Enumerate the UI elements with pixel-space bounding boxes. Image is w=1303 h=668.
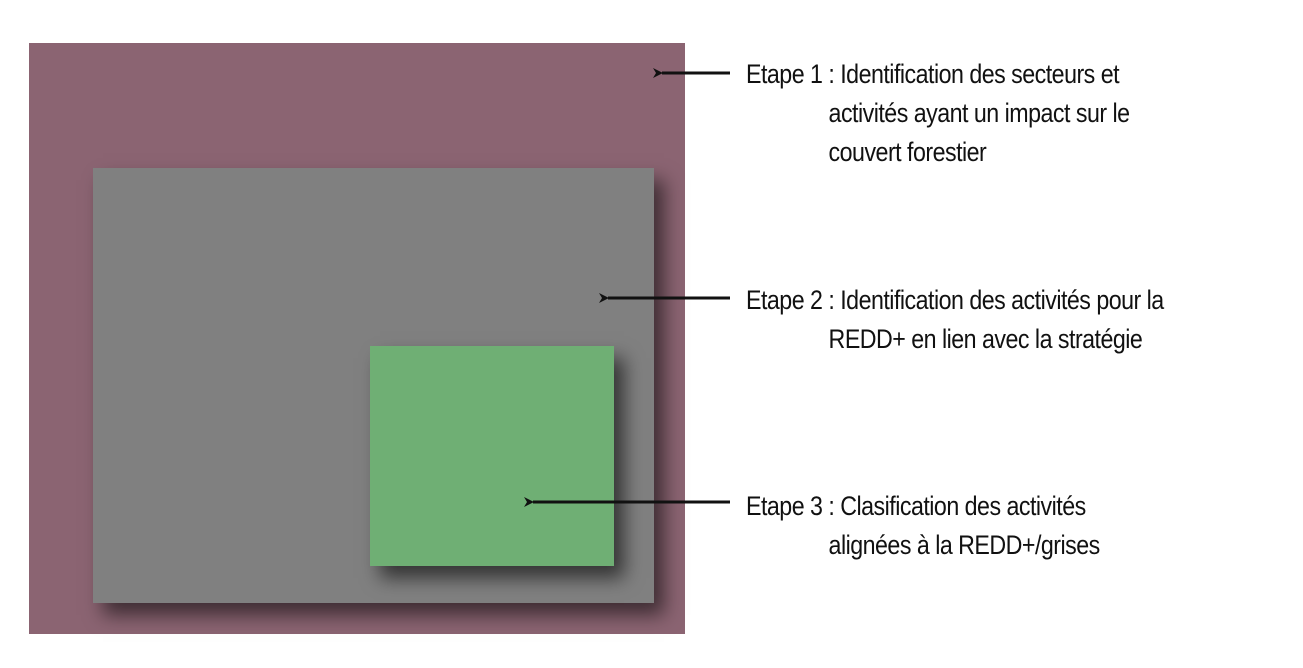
step-1-line-2: activités ayant un impact sur le [828, 98, 1130, 128]
inner-box-classification [370, 346, 614, 566]
step-2-line-1: Etape 2 : Identification des activités p… [746, 285, 1164, 315]
step-3-line-2: alignées à la REDD+/grises [828, 530, 1101, 560]
step-3-label: Etape 3 : Clasification des activités al… [746, 487, 1100, 565]
step-2-line-2: REDD+ en lien avec la stratégie [828, 324, 1143, 354]
step-3-line-1: Etape 3 : Clasification des activités [746, 491, 1086, 521]
step-1-line-3: couvert forestier [828, 137, 987, 167]
step-1-label: Etape 1 : Identification des secteurs et… [746, 55, 1130, 172]
step-2-label: Etape 2 : Identification des activités p… [746, 281, 1164, 359]
step-1-line-1: Etape 1 : Identification des secteurs et [746, 59, 1120, 89]
